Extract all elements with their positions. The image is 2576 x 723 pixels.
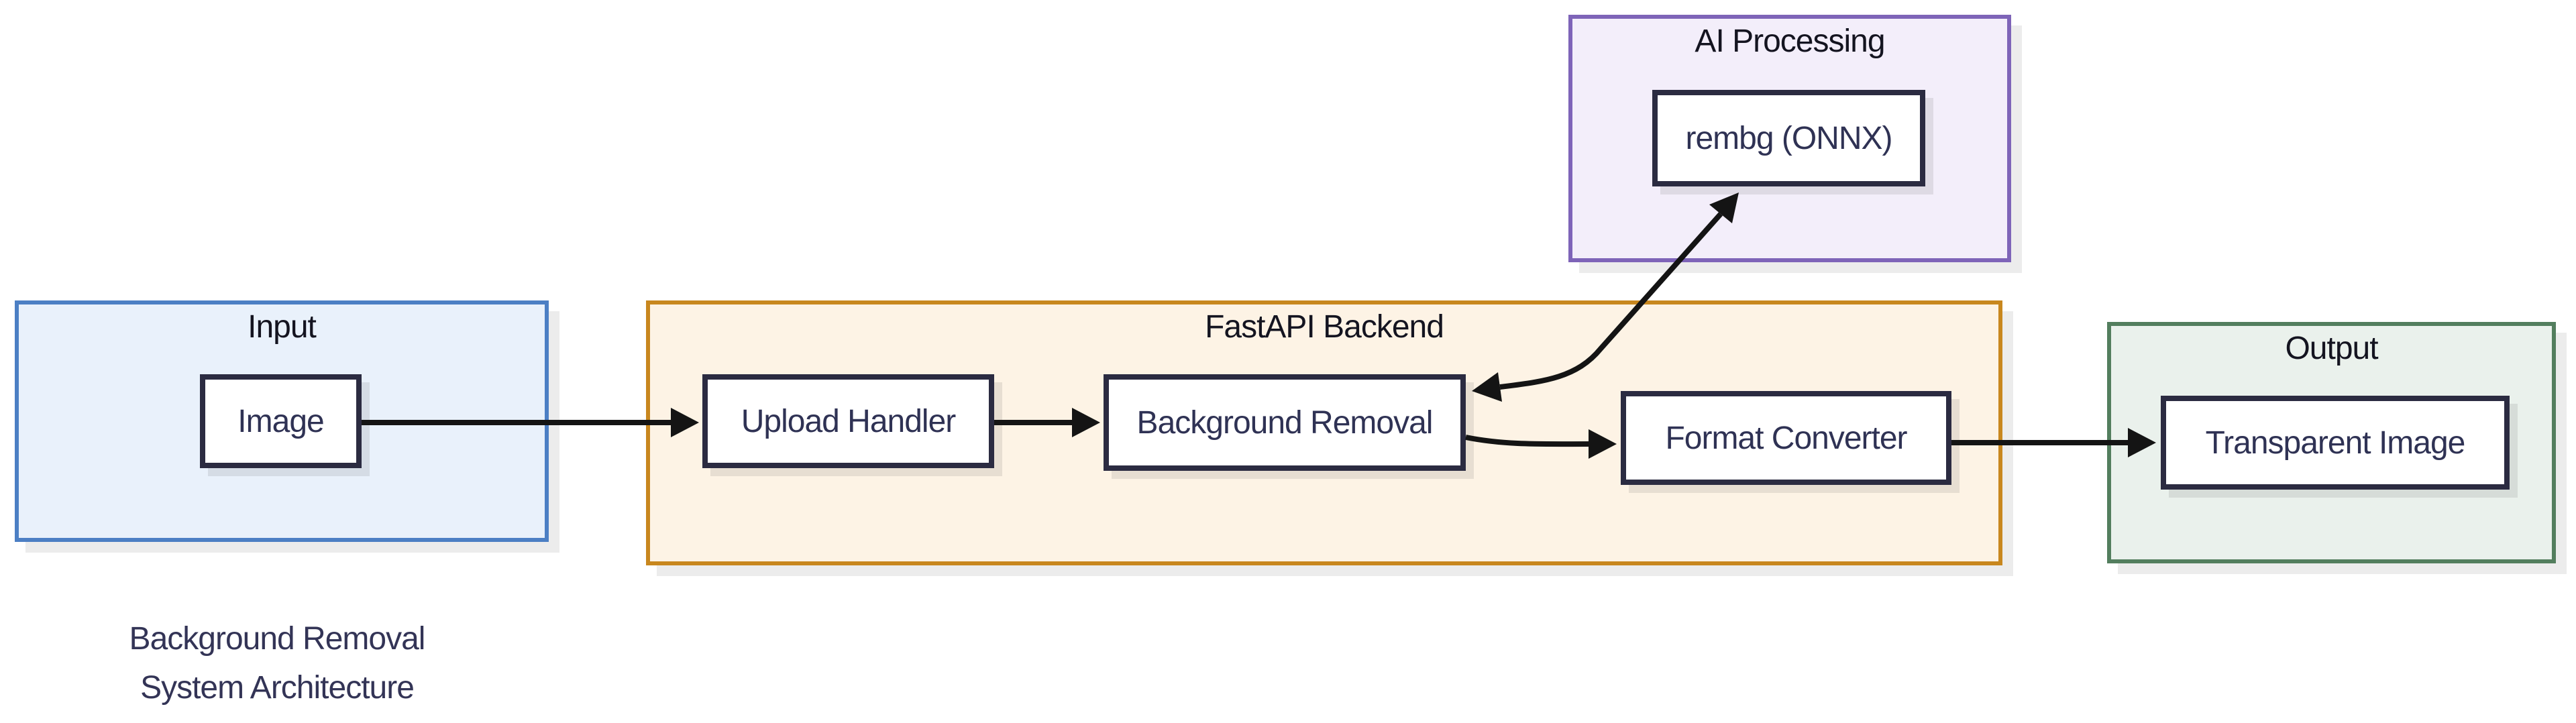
container-output: Output Transparent Image (2107, 322, 2556, 563)
container-fastapi-backend-title: FastAPI Backend (1205, 309, 1444, 345)
node-format-converter: Format Converter (1621, 391, 1951, 485)
container-input-title: Input (248, 309, 317, 345)
node-format-converter-label: Format Converter (1665, 420, 1907, 456)
caption-line-1: Background Removal (129, 621, 426, 657)
node-transparent-image: Transparent Image (2161, 396, 2510, 490)
node-upload-handler-label: Upload Handler (741, 403, 957, 439)
container-output-title: Output (2285, 331, 2378, 366)
diagram-caption: Background Removal System Architecture (76, 614, 478, 712)
node-image-label: Image (237, 403, 324, 439)
node-background-removal-label: Background Removal (1136, 404, 1434, 441)
container-fastapi-backend: FastAPI Backend Upload Handler Backgroun… (646, 300, 2002, 565)
node-transparent-image-label: Transparent Image (2205, 425, 2466, 461)
container-ai-processing-title: AI Processing (1695, 23, 1885, 59)
node-background-removal: Background Removal (1104, 374, 1466, 471)
node-image: Image (200, 374, 362, 468)
node-upload-handler: Upload Handler (702, 374, 994, 468)
node-rembg-onnx: rembg (ONNX) (1652, 90, 1925, 186)
caption-line-2: System Architecture (140, 670, 415, 706)
container-ai-processing: AI Processing rembg (ONNX) (1568, 15, 2011, 262)
node-rembg-onnx-label: rembg (ONNX) (1685, 120, 1892, 156)
container-input: Input Image (15, 300, 549, 542)
